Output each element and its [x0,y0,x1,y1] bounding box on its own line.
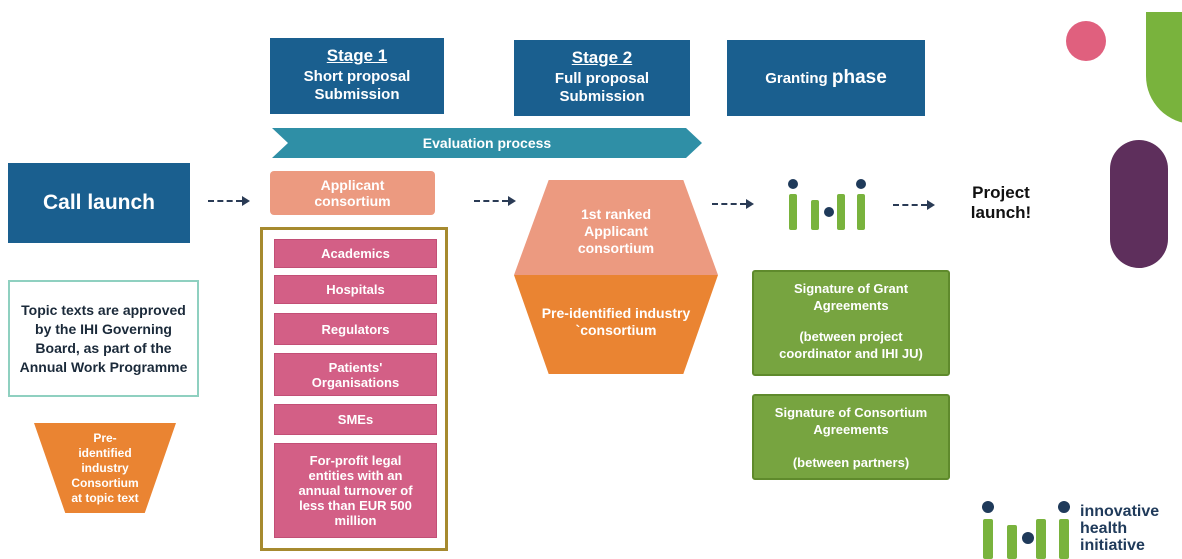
pre-identified-left-label: Pre-identified industry Consortium at to… [71,430,139,505]
member-label: Regulators [321,321,390,337]
member-label: SMEs [337,412,374,427]
stage-1-header: Stage 1 Short proposal Submission [270,38,444,114]
member-for-profit-entities: For-profit legal entities with an annual… [274,443,437,538]
member-smes: SMEs [274,404,437,435]
evaluation-process-label: Evaluation process [422,135,552,151]
granting-phase-word: phase [831,67,887,88]
applicant-consortium-label: Applicant consortium [314,177,391,209]
logo-text: innovative health initiative [1080,503,1159,554]
member-label: Hospitals [326,282,385,297]
stage-1-title: Stage 1 [326,46,388,65]
applicant-consortium-box: Applicant consortium [270,171,435,215]
member-label: Patients' Organisations [311,359,400,390]
decorative-purple-shape [1110,140,1168,268]
topic-texts-label: Topic texts are approved by the IHI Gove… [19,301,188,375]
stage-2-title: Stage 2 [571,48,633,67]
grant-agreements-box: Signature of Grant Agreements (between p… [752,270,950,376]
grant-agreements-note: (between project coordinator and IHI JU) [779,329,923,361]
ihi-brand-logo: innovative health initiative [978,500,1182,559]
stage-1-subtitle: Short proposal Submission [303,68,411,103]
member-patients-organisations: Patients' Organisations [274,353,437,396]
ihi-logo-icon [784,178,876,234]
grant-agreements-title: Signature of Grant Agreements [793,281,909,313]
stage-2-header: Stage 2 Full proposal Submission [514,40,690,116]
member-academics: Academics [274,239,437,268]
first-ranked-label: 1st ranked Applicant consortium [577,206,655,256]
consortium-agreements-title: Signature of Consortium Agreements [774,405,928,437]
member-hospitals: Hospitals [274,275,437,304]
logo-line-1: innovative [1080,503,1160,520]
evaluation-process-banner: Evaluation process [272,128,702,158]
stage-2-subtitle: Full proposal Submission [554,70,650,105]
logo-line-2: health [1080,520,1128,537]
decorative-green-shape [1146,12,1182,124]
member-label: Academics [321,246,390,261]
granting-phase-header: Granting phase [727,40,925,116]
logo-line-3: initiative [1080,537,1145,554]
decorative-pink-circle [1066,21,1106,61]
dashed-arrow-icon [893,200,935,210]
consortium-members-frame [260,227,448,551]
call-launch-box: Call launch [8,163,190,243]
member-label: For-profit legal entities with an annual… [298,453,413,528]
pre-identified-industry-center: Pre-identified industry `consortium [514,275,718,374]
granting-word: Granting [765,69,828,87]
pre-identified-industry-left: Pre-identified industry Consortium at to… [34,423,176,513]
dashed-arrow-icon [474,196,516,206]
topic-texts-box: Topic texts are approved by the IHI Gove… [8,280,199,397]
first-ranked-consortium: 1st ranked Applicant consortium [514,180,718,275]
ihi-logo-icon [982,501,1070,559]
consortium-agreements-box: Signature of Consortium Agreements (betw… [752,394,950,480]
member-regulators: Regulators [274,313,437,345]
pre-identified-center-label: Pre-identified industry `consortium [541,305,691,338]
dashed-arrow-icon [712,199,754,209]
call-launch-label: Call launch [42,191,156,214]
project-launch-label: Project launch! [970,183,1032,222]
consortium-agreements-note: (between partners) [792,455,910,470]
dashed-arrow-icon [208,196,250,206]
